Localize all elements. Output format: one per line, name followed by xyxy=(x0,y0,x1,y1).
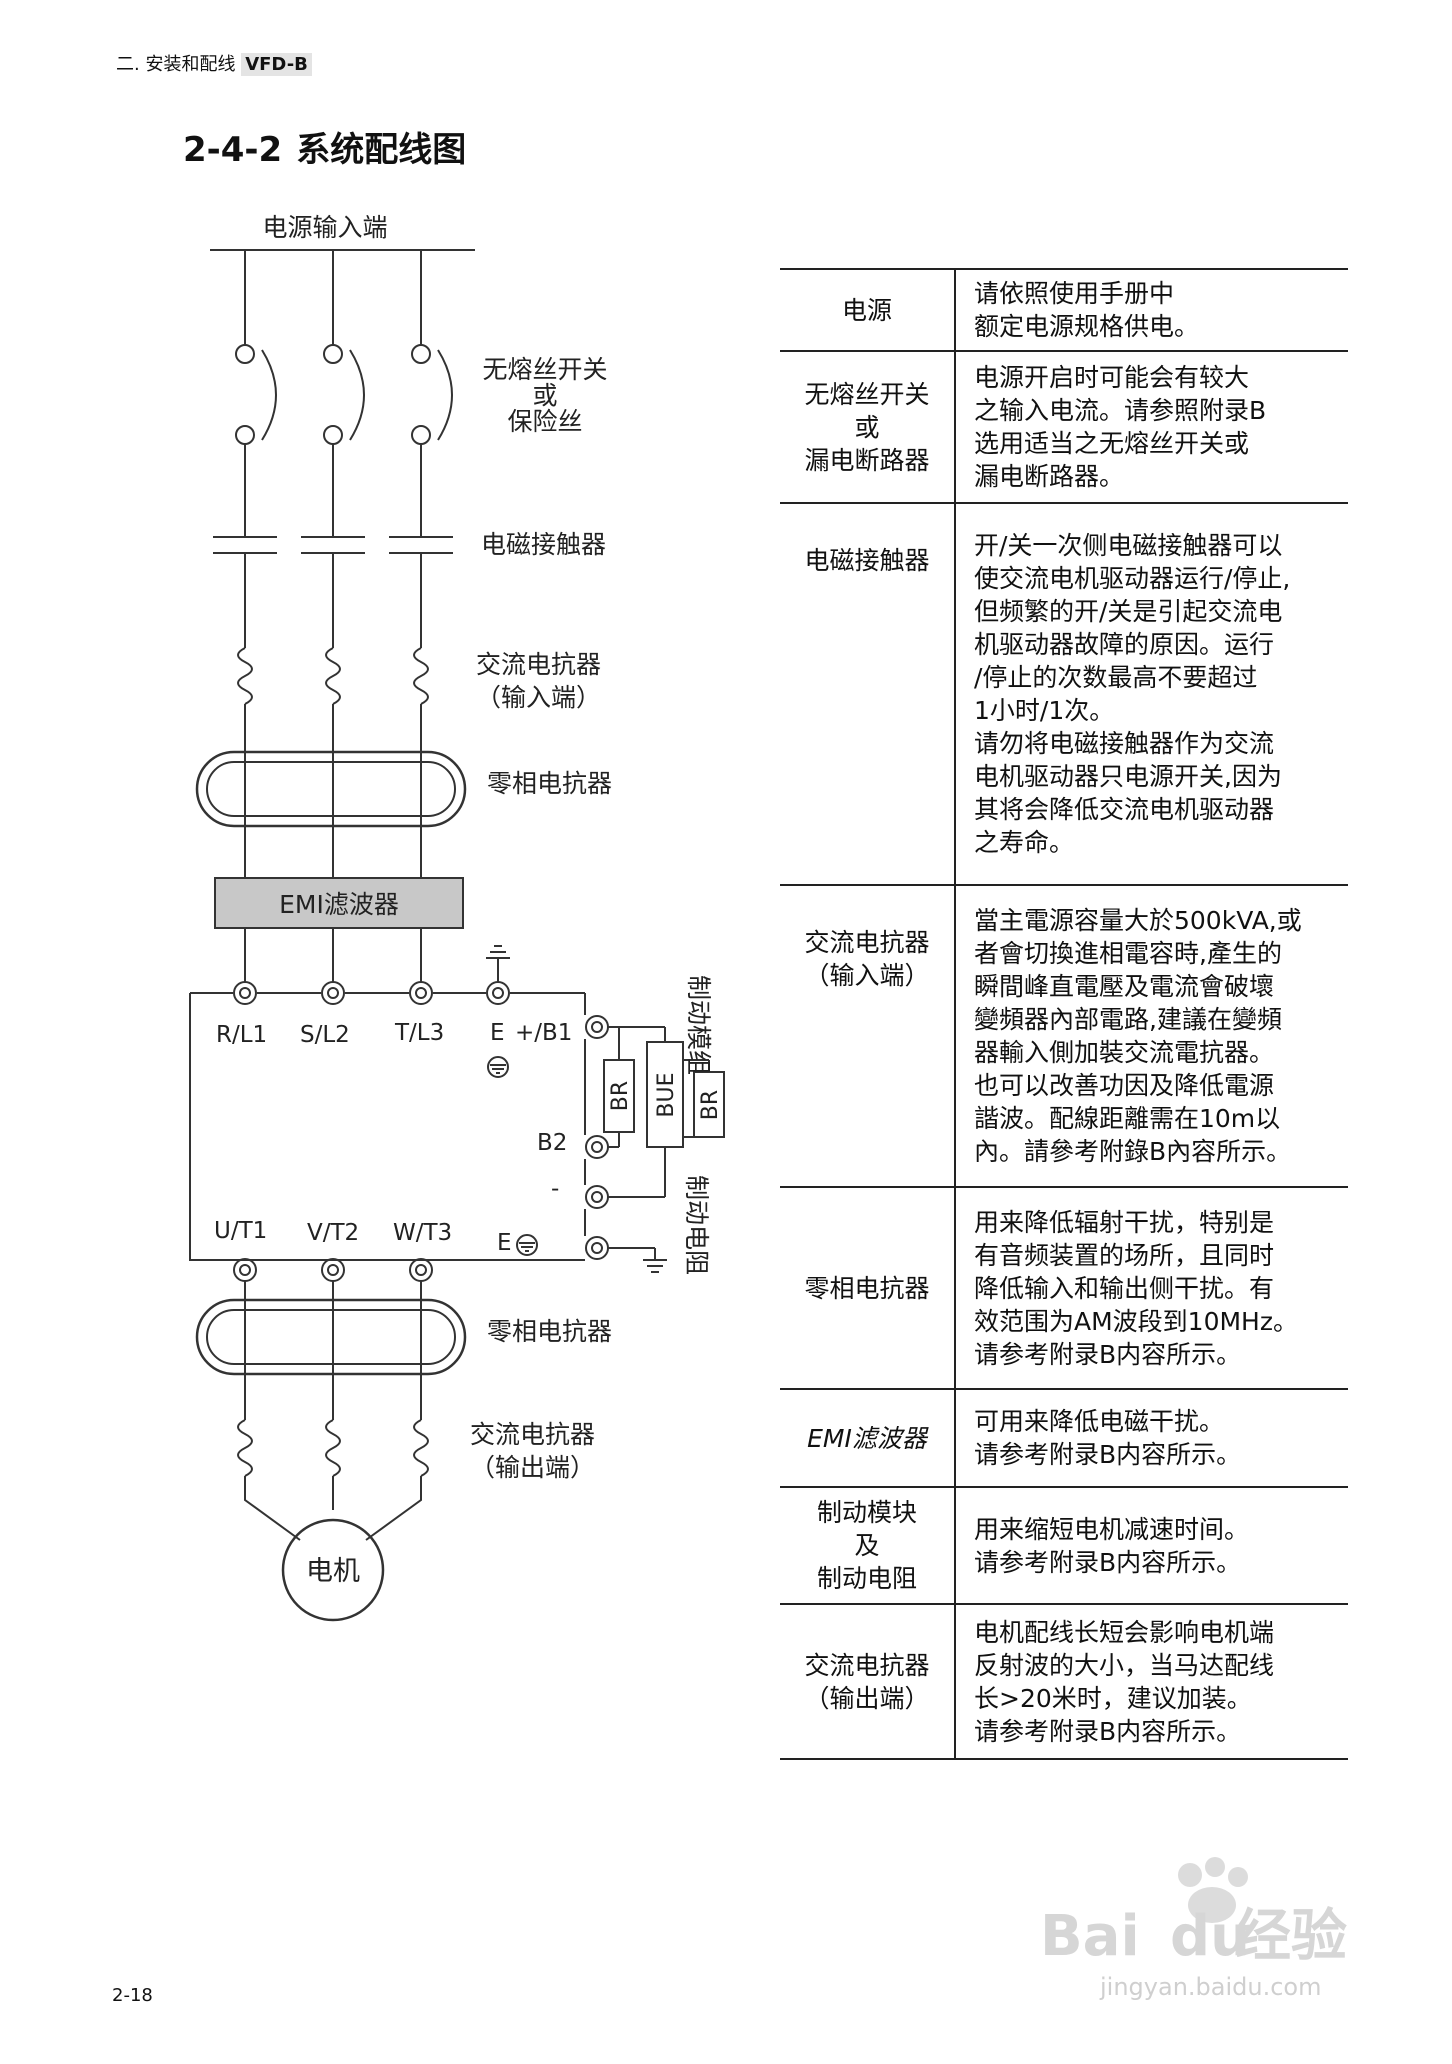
table-row: 制动模块 及 制动电阻 用来缩短电机减速时间。 请参考附录B内容所示。 xyxy=(780,1486,1348,1605)
reactor-in-label-2: （输入端） xyxy=(476,683,601,712)
table-row: 电源 请依照使用手册中 额定电源规格供电。 xyxy=(780,268,1348,352)
breaker-label-1: 无熔丝开关 xyxy=(482,355,607,384)
row-desc: 电源开启时可能会有较大 之输入电流。请参照附录B 选用适当之无熔丝开关或 漏电断… xyxy=(955,350,1348,504)
br-internal-label: BR xyxy=(608,1081,633,1111)
row-desc: 用来缩短电机减速时间。 请参考附录B内容所示。 xyxy=(955,1486,1348,1605)
title-text: 系统配线图 xyxy=(296,130,467,170)
row-name: 无熔丝开关 或 漏电断路器 xyxy=(780,350,956,504)
watermark-brand2: du xyxy=(1170,1904,1250,1969)
watermark-brand: Bai xyxy=(1040,1904,1140,1969)
row-name: 制动模块 及 制动电阻 xyxy=(780,1486,956,1605)
table-row: 电磁接触器 开/关一次侧电磁接触器可以 使交流电机驱动器运行/停止, 但频繁的开… xyxy=(780,502,1348,886)
paw-icon xyxy=(1178,1857,1248,1923)
breaker-label-3: 保险丝 xyxy=(507,407,582,436)
row-name: EMI滤波器 xyxy=(780,1388,956,1488)
terminal-u-label: U/T1 xyxy=(214,1218,267,1244)
table-row: EMI滤波器 可用来降低电磁干扰。 请参考附录B内容所示。 xyxy=(780,1388,1348,1488)
breaker-symbols xyxy=(235,344,453,445)
reactor-out-label-1: 交流电抗器 xyxy=(470,1420,595,1449)
terminal-e2-label: E xyxy=(497,1230,512,1256)
reactor-in-label-1: 交流电抗器 xyxy=(476,650,601,679)
header-section: 二. 安装和配线 xyxy=(116,54,236,75)
breaker-label-2: 或 xyxy=(532,381,557,410)
contactor-label: 电磁接触器 xyxy=(481,530,606,559)
table-row: 无熔丝开关 或 漏电断路器 电源开启时可能会有较大 之输入电流。请参照附录B 选… xyxy=(780,350,1348,504)
row-name: 交流电抗器 （输出端） xyxy=(780,1603,956,1760)
component-table: 电源 请依照使用手册中 额定电源规格供电。 无熔丝开关 或 漏电断路器 电源开启… xyxy=(780,268,1348,1760)
reactor-out-label-2: （输出端） xyxy=(470,1453,595,1482)
brake-resistor-label: 制动电阻 xyxy=(682,1175,711,1275)
row-name: 交流电抗器 （输入端） xyxy=(780,884,956,1188)
page-title: 2-4-2 系统配线图 xyxy=(183,122,466,171)
bue-label: BUE xyxy=(654,1072,679,1117)
row-desc: 可用来降低电磁干扰。 请参考附录B内容所示。 xyxy=(955,1388,1348,1488)
power-input-label: 电源输入端 xyxy=(262,213,387,242)
reactor-out-coils xyxy=(237,1419,429,1477)
zero-phase-label-2: 零相电抗器 xyxy=(487,1317,612,1346)
contactor-symbols xyxy=(213,536,453,554)
row-name: 零相电抗器 xyxy=(780,1186,956,1390)
terminal-s-label: S/L2 xyxy=(300,1022,350,1048)
terminal-e-label: E xyxy=(490,1020,505,1046)
row-desc: 當主電源容量大於500kVA,或 者會切換進相電容時,產生的 瞬間峰直電壓及電流… xyxy=(955,884,1348,1188)
terminal-b2-label: B2 xyxy=(537,1130,567,1156)
header-model: VFD-B xyxy=(241,53,312,76)
br-external-label: BR xyxy=(698,1090,723,1120)
terminal-w-label: W/T3 xyxy=(393,1220,452,1246)
title-number: 2-4-2 xyxy=(183,130,283,170)
zero-phase-label-1: 零相电抗器 xyxy=(487,769,612,798)
terminal-b1-label: +/B1 xyxy=(515,1020,572,1046)
motor-label: 电机 xyxy=(306,1556,360,1587)
motor-symbol xyxy=(281,1518,385,1622)
baidu-watermark: Bai du 经验 jingyan.baidu.com xyxy=(1040,1857,1347,2001)
table-row: 零相电抗器 用来降低辐射干扰，特别是 有音频装置的场所，且同时 降低输入和输出侧… xyxy=(780,1186,1348,1390)
table-row: 交流电抗器 （输入端） 當主電源容量大於500kVA,或 者會切換進相電容時,產… xyxy=(780,884,1348,1188)
zero-phase-reactor-2 xyxy=(195,1298,467,1376)
row-desc: 开/关一次侧电磁接触器可以 使交流电机驱动器运行/停止, 但频繁的开/关是引起交… xyxy=(955,502,1348,886)
brake-module-label: 制动模组 xyxy=(684,975,713,1075)
row-desc: 用来降低辐射干扰，特别是 有音频装置的场所，且同时 降低输入和输出侧干扰。有 效… xyxy=(955,1186,1348,1390)
table-row: 交流电抗器 （输出端） 电机配线长短会影响电机端 反射波的大小，当马达配线 长>… xyxy=(780,1603,1348,1760)
reactor-in-coils xyxy=(237,647,429,705)
emi-filter-label: EMI滤波器 xyxy=(279,890,399,919)
watermark-url: jingyan.baidu.com xyxy=(1099,1973,1321,2001)
row-desc: 请依照使用手册中 额定电源规格供电。 xyxy=(955,268,1348,352)
terminal-minus-label: - xyxy=(551,1176,559,1202)
watermark-label: 经验 xyxy=(1235,1904,1347,1969)
row-desc: 电机配线长短会影响电机端 反射波的大小，当马达配线 长>20米时，建议加装。 请… xyxy=(955,1603,1348,1760)
zero-phase-reactor-1 xyxy=(195,750,467,828)
terminal-r-label: R/L1 xyxy=(216,1022,267,1048)
row-name: 电磁接触器 xyxy=(780,502,956,886)
terminal-t-label: T/L3 xyxy=(394,1020,444,1046)
page-header: 二. 安装和配线 VFD-B xyxy=(116,50,312,76)
row-name: 电源 xyxy=(780,268,956,352)
terminal-v-label: V/T2 xyxy=(307,1220,359,1246)
page-number: 2-18 xyxy=(112,1985,153,2006)
emi-filter-box xyxy=(214,877,464,929)
